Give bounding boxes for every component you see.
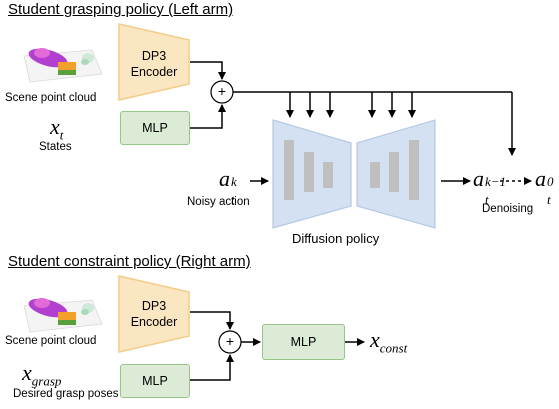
top-point-cloud-image bbox=[23, 48, 103, 83]
bottom-mlp-arrow bbox=[190, 354, 234, 381]
bottom-encoder-arrow bbox=[190, 311, 234, 330]
top-mlp-box: MLP bbox=[120, 111, 190, 145]
top-state-x: x bbox=[50, 114, 60, 139]
top-encoder-shape bbox=[118, 23, 190, 101]
grasp-x: x bbox=[22, 360, 32, 385]
output-action-a: a bbox=[473, 166, 484, 191]
constraint-output-sub: const bbox=[379, 340, 408, 356]
constraint-output-symbol: xconst bbox=[370, 327, 407, 356]
final-action-sub: t bbox=[547, 192, 551, 207]
final-action-symbol: a 0 t bbox=[535, 166, 554, 207]
top-plus-symbol: + bbox=[217, 83, 227, 99]
grasp-label: Desired grasp poses bbox=[13, 388, 119, 400]
output-action-sub: t bbox=[485, 192, 489, 207]
output-action-sup: k−1 bbox=[485, 174, 507, 189]
denoising-label: Denoising bbox=[482, 203, 534, 215]
noisy-action-label: Noisy action bbox=[187, 196, 250, 208]
bottom-section-title: Student constraint policy (Right arm) bbox=[8, 253, 251, 270]
top-state-label: States bbox=[39, 141, 72, 153]
output-action-symbol: a k−1 t bbox=[473, 166, 506, 207]
noisy-action-symbol: a k t bbox=[219, 166, 240, 207]
diffusion-decoder-shape bbox=[356, 119, 436, 229]
top-encoder-label-line2: Encoder bbox=[130, 65, 178, 79]
constraint-output-x: x bbox=[370, 327, 380, 352]
grasp-sub: grasp bbox=[31, 373, 62, 389]
top-section-title: Student grasping policy (Left arm) bbox=[8, 1, 234, 18]
bottom-scene-label: Scene point cloud bbox=[5, 335, 97, 347]
top-encoder-arrow bbox=[190, 61, 226, 80]
bottom-encoder-shape bbox=[118, 275, 190, 353]
noisy-action-sub: t bbox=[231, 192, 235, 207]
bottom-constraint-mlp-box: MLP bbox=[262, 324, 345, 360]
top-encoder-label-line1: DP3 bbox=[141, 49, 167, 63]
top-state-sub: t bbox=[59, 127, 64, 143]
top-mlp-arrow bbox=[190, 104, 226, 129]
top-state-symbol: xt bbox=[50, 114, 63, 143]
bottom-encoder-label: DP3 Encoder bbox=[119, 298, 189, 330]
noisy-action-sup: k bbox=[231, 174, 237, 189]
final-action-a: a bbox=[535, 166, 546, 191]
bottom-encoder-label-line2: Encoder bbox=[130, 315, 178, 329]
final-action-sup: 0 bbox=[547, 174, 554, 189]
top-scene-label: Scene point cloud bbox=[5, 92, 97, 104]
diffusion-policy-label: Diffusion policy bbox=[292, 231, 380, 246]
top-encoder-label: DP3 Encoder bbox=[119, 48, 189, 80]
bottom-encoder-label-line1: DP3 bbox=[141, 299, 167, 313]
bottom-plus-symbol: + bbox=[225, 333, 235, 349]
diffusion-encoder-shape bbox=[272, 119, 352, 229]
noisy-action-a: a bbox=[219, 166, 230, 191]
bottom-point-cloud-image bbox=[23, 298, 103, 333]
bottom-mlp-box: MLP bbox=[120, 364, 190, 398]
grasp-symbol: xgrasp bbox=[22, 360, 61, 389]
